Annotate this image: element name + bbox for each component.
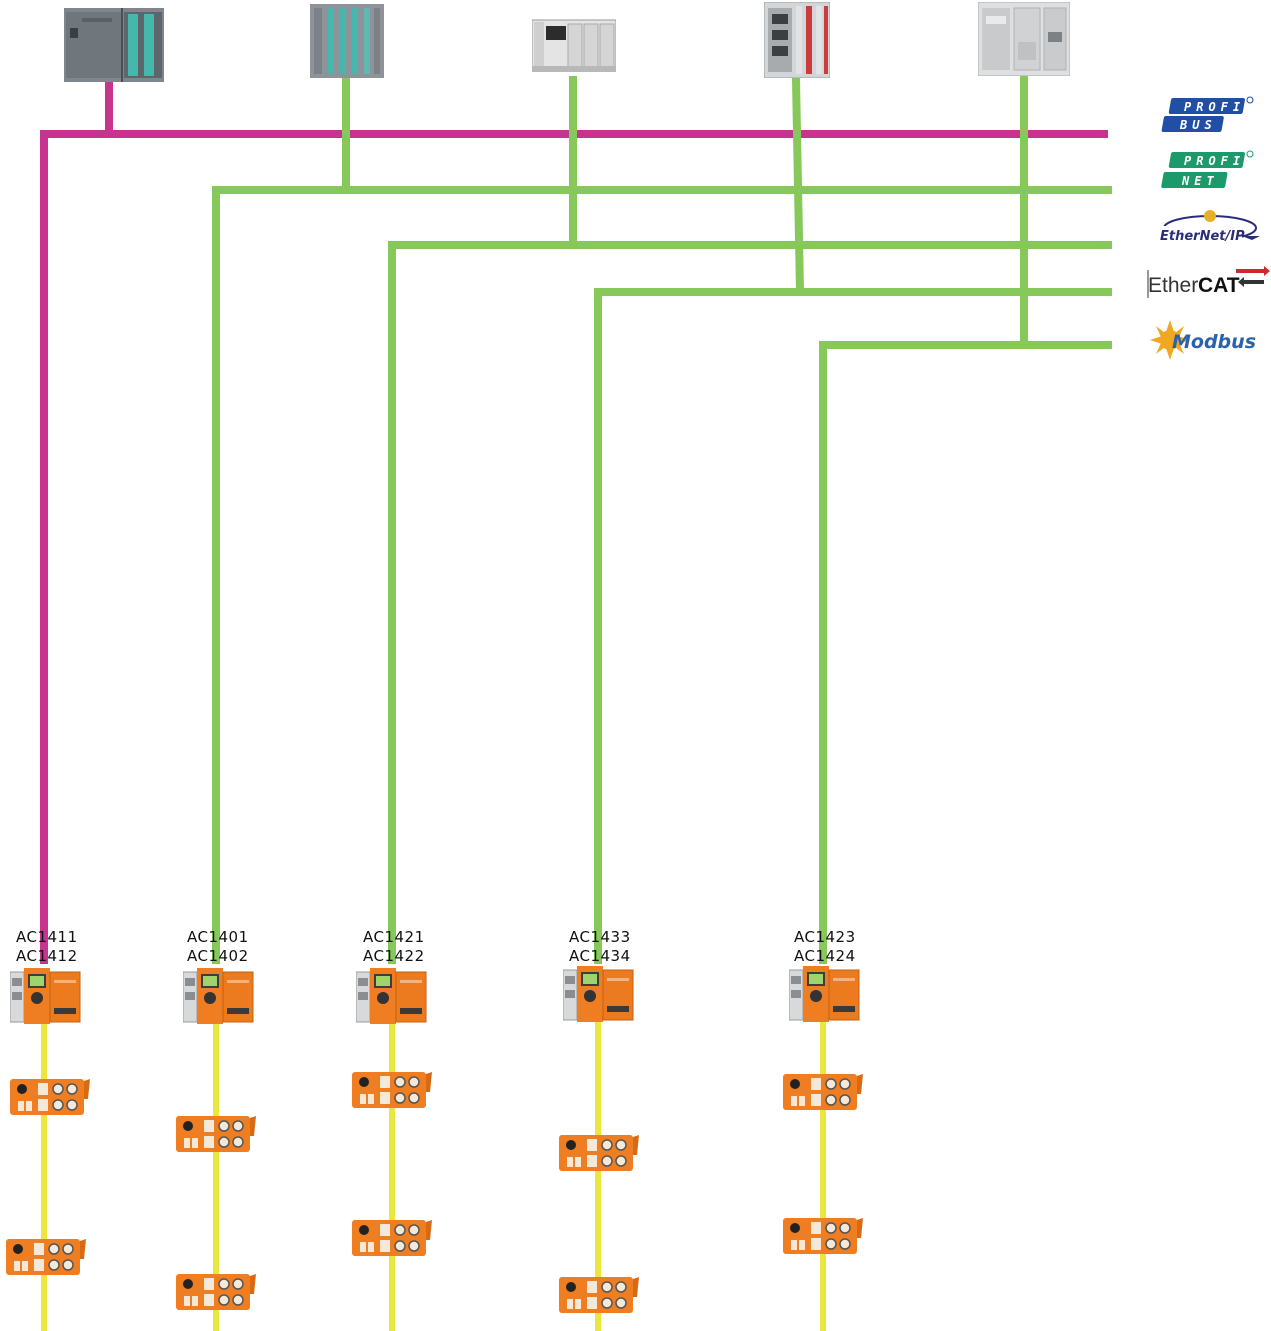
asi-lines <box>41 1020 826 1331</box>
gateway-2-model-a: AC1401 <box>187 928 249 946</box>
profibus-logo: PROFI BUS <box>1161 96 1254 132</box>
modbus-logo: Modbus <box>1150 320 1256 360</box>
gateway-label-2: AC1401 AC1402 <box>187 928 249 966</box>
plc-allen-bradley <box>532 19 616 72</box>
asi-gateway-1 <box>10 968 81 1024</box>
gateway-1-model-a: AC1411 <box>16 928 78 946</box>
gateway-3-model-a: AC1421 <box>363 928 425 946</box>
plc-schneider-modbus <box>978 2 1070 76</box>
asi-gateway-5 <box>789 966 860 1022</box>
asi-io-module-1 <box>10 1079 90 1115</box>
asi-io-module-4 <box>176 1274 256 1310</box>
gateway-label-5: AC1423 AC1424 <box>794 928 856 966</box>
gateway-1-model-b: AC1412 <box>16 947 78 965</box>
ethernetip-line <box>388 241 1112 964</box>
profibus-logo-line1: PROFI <box>1184 100 1245 114</box>
gateway-4-model-b: AC1434 <box>569 947 631 965</box>
asi-io-module-2 <box>6 1239 86 1275</box>
modbus-logo-text: Modbus <box>1172 331 1256 353</box>
gateway-5-model-b: AC1424 <box>794 947 856 965</box>
plc-siemens-s7-300 <box>64 8 164 82</box>
ethercat-logo-suffix: CAT <box>1198 274 1240 297</box>
profibus-logo-line2: BUS <box>1179 118 1217 132</box>
asi-io-module-6 <box>352 1220 432 1256</box>
gateway-label-4: AC1433 AC1434 <box>569 928 631 966</box>
gateway-5-model-a: AC1423 <box>794 928 856 946</box>
asi-io-module-3 <box>176 1116 256 1152</box>
ethercat-logo: Ether CAT <box>1147 266 1270 298</box>
asi-io-module-10 <box>783 1218 863 1254</box>
gateway-3-model-b: AC1422 <box>363 947 425 965</box>
ethernet-ip-logo-text: EtherNet/IP <box>1160 229 1245 244</box>
asi-gateway-4 <box>563 966 634 1022</box>
asi-gateway-2 <box>183 968 254 1024</box>
profinet-logo-line1: PROFI <box>1184 154 1245 168</box>
profinet-logo-line2: NET <box>1181 174 1219 188</box>
profinet-logo: PROFI NET <box>1161 150 1254 188</box>
asi-io-module-7 <box>559 1135 639 1171</box>
asi-io-module-8 <box>559 1277 639 1313</box>
asi-gateway-3 <box>356 968 427 1024</box>
gateway-label-3: AC1421 AC1422 <box>363 928 425 966</box>
plc-siemens-s7-400 <box>310 4 384 78</box>
ethercat-logo-prefix: Ether <box>1148 274 1198 297</box>
ethernet-ip-logo: EtherNet/IP <box>1158 210 1260 244</box>
plc-beckhoff-ethercat <box>764 2 830 78</box>
gateway-2-model-b: AC1402 <box>187 947 249 965</box>
gateway-label-1: AC1411 AC1412 <box>16 928 78 966</box>
gateway-4-model-a: AC1433 <box>569 928 631 946</box>
ethercat-line <box>594 288 1112 964</box>
modbus-line <box>819 341 1112 964</box>
ethernet-lines <box>212 72 1112 964</box>
asi-io-module-9 <box>783 1074 863 1110</box>
asi-io-module-5 <box>352 1072 432 1108</box>
